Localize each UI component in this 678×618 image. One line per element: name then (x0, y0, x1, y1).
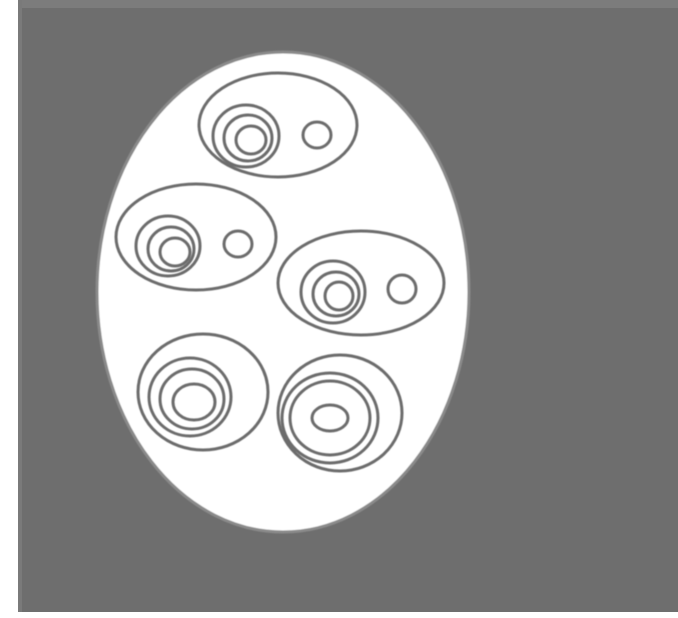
left-border-shade (18, 0, 22, 618)
top-border (0, 0, 678, 8)
bottom-border (0, 612, 678, 618)
left-border (0, 0, 18, 618)
container-oval (97, 52, 469, 532)
